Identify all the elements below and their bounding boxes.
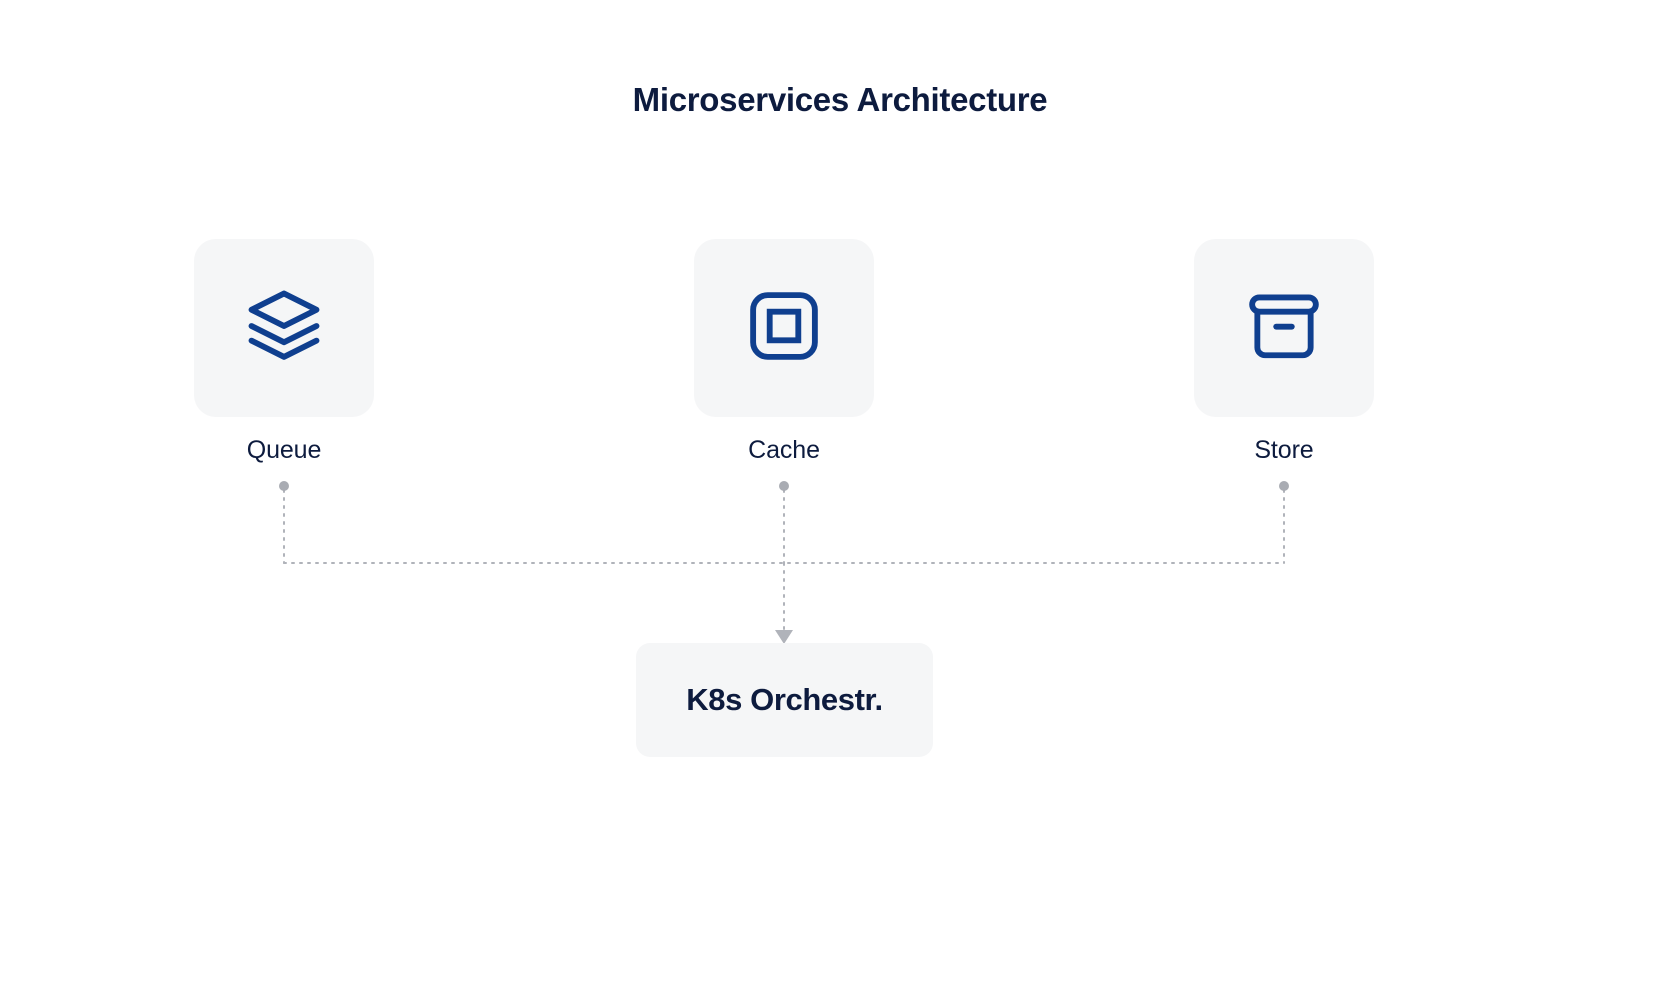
node-cache[interactable]: Cache <box>694 239 874 465</box>
arrowhead-icon <box>775 630 793 644</box>
page-title: Microservices Architecture <box>632 81 1048 118</box>
square-in-square-icon <box>745 287 823 370</box>
node-cache-card[interactable] <box>694 239 874 417</box>
connector-dot-queue <box>279 481 289 491</box>
node-cache-label: Cache <box>748 436 820 464</box>
node-store-label: Store <box>1254 436 1314 464</box>
node-k8s-orchestrator[interactable]: K8s Orchestr. <box>636 643 933 757</box>
node-store-card[interactable] <box>1194 239 1374 417</box>
node-store[interactable]: Store <box>1194 239 1374 465</box>
archive-box-icon <box>1245 287 1323 370</box>
node-queue[interactable]: Queue <box>194 239 374 465</box>
node-k8s-orchestrator-label: K8s Orchestr. <box>686 682 883 717</box>
connector-dot-cache <box>779 481 789 491</box>
connector-dot-store <box>1279 481 1289 491</box>
node-queue-label: Queue <box>246 436 322 464</box>
layers-icon <box>245 287 323 370</box>
node-queue-card[interactable] <box>194 239 374 417</box>
